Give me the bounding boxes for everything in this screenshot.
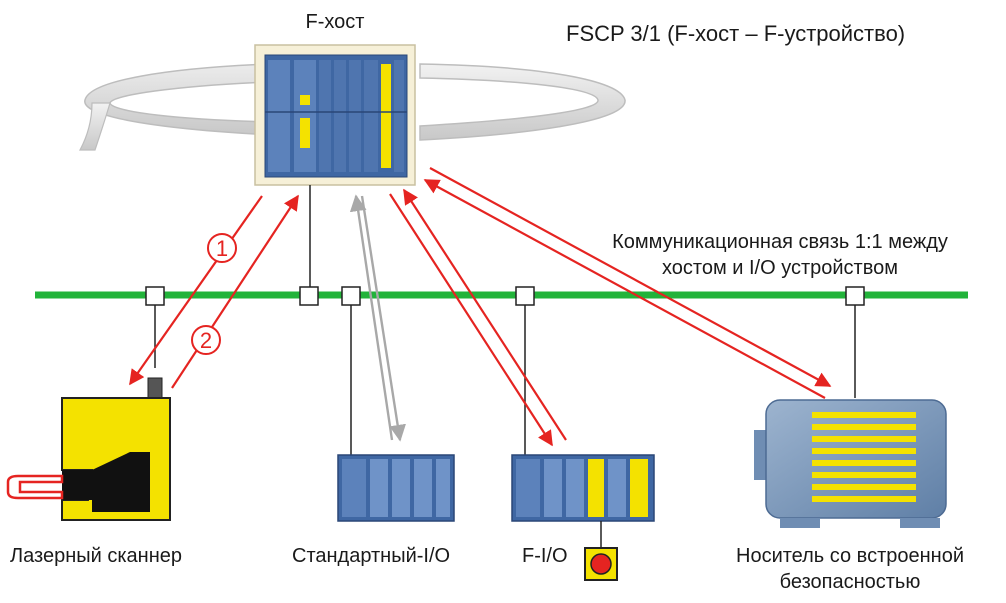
- safety-carrier-label-line2: безопасностью: [779, 571, 921, 593]
- standard-io-label: Стандартный-I/O: [292, 545, 451, 567]
- link-note-line2: хостом и I/O устройством: [661, 257, 898, 279]
- svg-text:1: 1: [216, 236, 228, 261]
- bus-drops: [145, 286, 865, 455]
- diagram-title: FSCP 3/1 (F-хост – F-устройство): [566, 21, 906, 46]
- safety-carrier-motor: [754, 399, 947, 528]
- safety-carrier-label-line1: Носитель со встроенной: [736, 545, 964, 567]
- bus-node-safety-carrier: [845, 286, 865, 306]
- bus-node-standard-io: [341, 286, 361, 306]
- step-1-marker: 1: [207, 233, 237, 263]
- laser-scanner-label: Лазерный сканнер: [10, 545, 183, 567]
- bus-node-laser: [145, 286, 165, 306]
- standard-io-link-arrows: [349, 194, 406, 442]
- f-io-link-arrows: [389, 188, 567, 447]
- f-host-label: F-хост: [305, 11, 365, 33]
- emergency-stop-icon: [584, 547, 618, 581]
- bus-node-host: [299, 286, 319, 306]
- safety-carrier-link-arrows: [423, 167, 832, 399]
- step-2-marker: 2: [191, 325, 221, 355]
- bus-node-f-io: [515, 286, 535, 306]
- f-io-label: F-I/O: [522, 545, 568, 567]
- f-host-controller: [254, 44, 416, 186]
- link-note-line1: Коммуникационная связь 1:1 между: [612, 231, 948, 253]
- f-io-module: [511, 454, 655, 548]
- standard-io-module: [337, 454, 455, 522]
- svg-text:2: 2: [200, 328, 212, 353]
- laser-link-arrows: [129, 194, 299, 389]
- laser-scanner-device: [6, 377, 171, 521]
